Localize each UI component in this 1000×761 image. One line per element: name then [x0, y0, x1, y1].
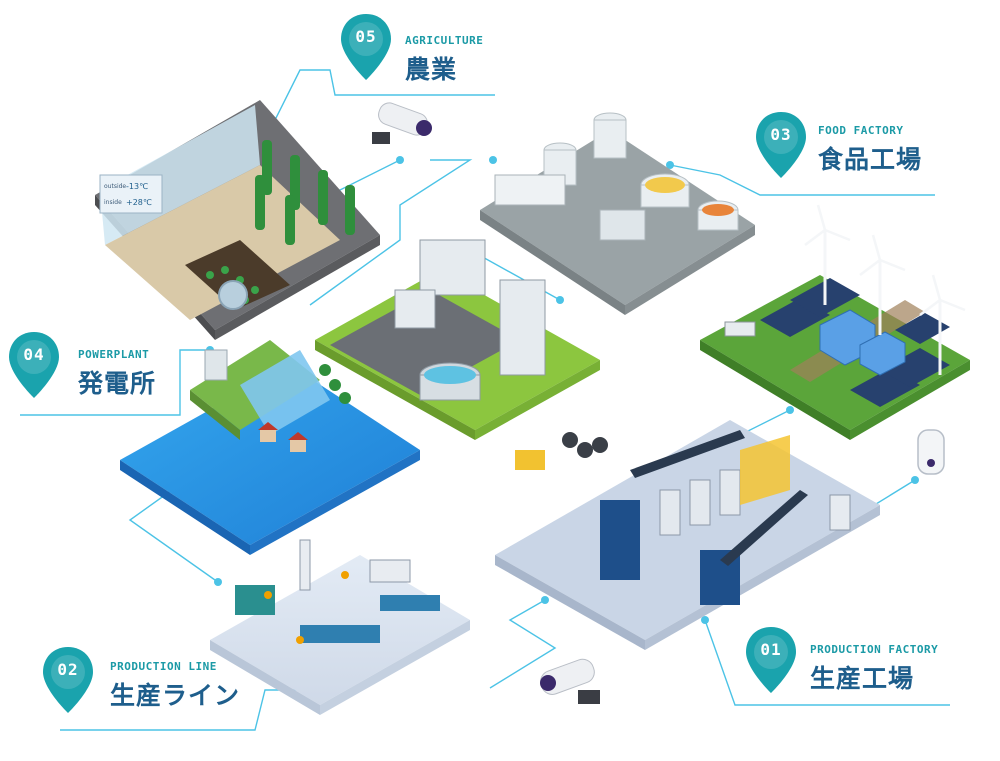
pin-number: 04: [23, 345, 45, 364]
pin-number: 03: [770, 125, 792, 144]
label-food-factory: FOOD FACTORY 食品工場: [818, 124, 922, 176]
production-factory-area: [495, 420, 880, 650]
location-pin-05[interactable]: 05: [338, 12, 394, 84]
location-pin-03[interactable]: 03: [753, 110, 809, 182]
location-pin-04[interactable]: 04: [6, 330, 62, 402]
label-en: AGRICULTURE: [405, 34, 484, 47]
pin-number: 05: [355, 27, 377, 46]
outside-label: outside: [104, 183, 126, 190]
label-powerplant: POWERPLANT 発電所: [78, 348, 156, 400]
pin-number: 02: [57, 660, 79, 679]
label-en: PRODUCTION FACTORY: [810, 643, 939, 656]
label-jp: 生産工場: [810, 664, 915, 693]
security-camera-icon: [372, 102, 432, 144]
label-en: FOOD FACTORY: [818, 124, 904, 137]
production-line-area: [210, 539, 470, 715]
map-pin-icon: [43, 647, 93, 713]
location-pin-02[interactable]: 02: [40, 645, 96, 717]
food-factory-area: [480, 112, 755, 315]
map-pin-icon: [341, 14, 391, 80]
label-jp: 食品工場: [818, 145, 923, 174]
label-production-line: PRODUCTION LINE 生産ライン: [110, 660, 240, 712]
label-jp: 生産ライン: [110, 681, 241, 710]
agriculture-area: outside -13℃ inside +28℃: [95, 100, 380, 340]
sensor-device-icon: [917, 429, 945, 475]
energy-farm-area: [700, 204, 970, 440]
map-pin-icon: [9, 332, 59, 398]
inside-temp: +28℃: [126, 198, 152, 207]
security-camera-bottom-icon: [540, 658, 600, 704]
map-pin-icon: [756, 112, 806, 178]
outside-temp: -13℃: [126, 182, 148, 191]
location-pin-01[interactable]: 01: [743, 625, 799, 697]
pin-number: 01: [760, 640, 782, 659]
map-pin-icon: [746, 627, 796, 693]
label-jp: 発電所: [78, 369, 157, 398]
label-en: POWERPLANT: [78, 348, 150, 361]
label-jp: 農業: [405, 55, 458, 84]
label-production-factory: PRODUCTION FACTORY 生産工場: [810, 643, 938, 695]
inside-label: inside: [104, 199, 122, 206]
label-en: PRODUCTION LINE: [110, 660, 217, 673]
label-agriculture: AGRICULTURE 農業: [405, 34, 483, 86]
powerplant-area: [120, 239, 600, 555]
